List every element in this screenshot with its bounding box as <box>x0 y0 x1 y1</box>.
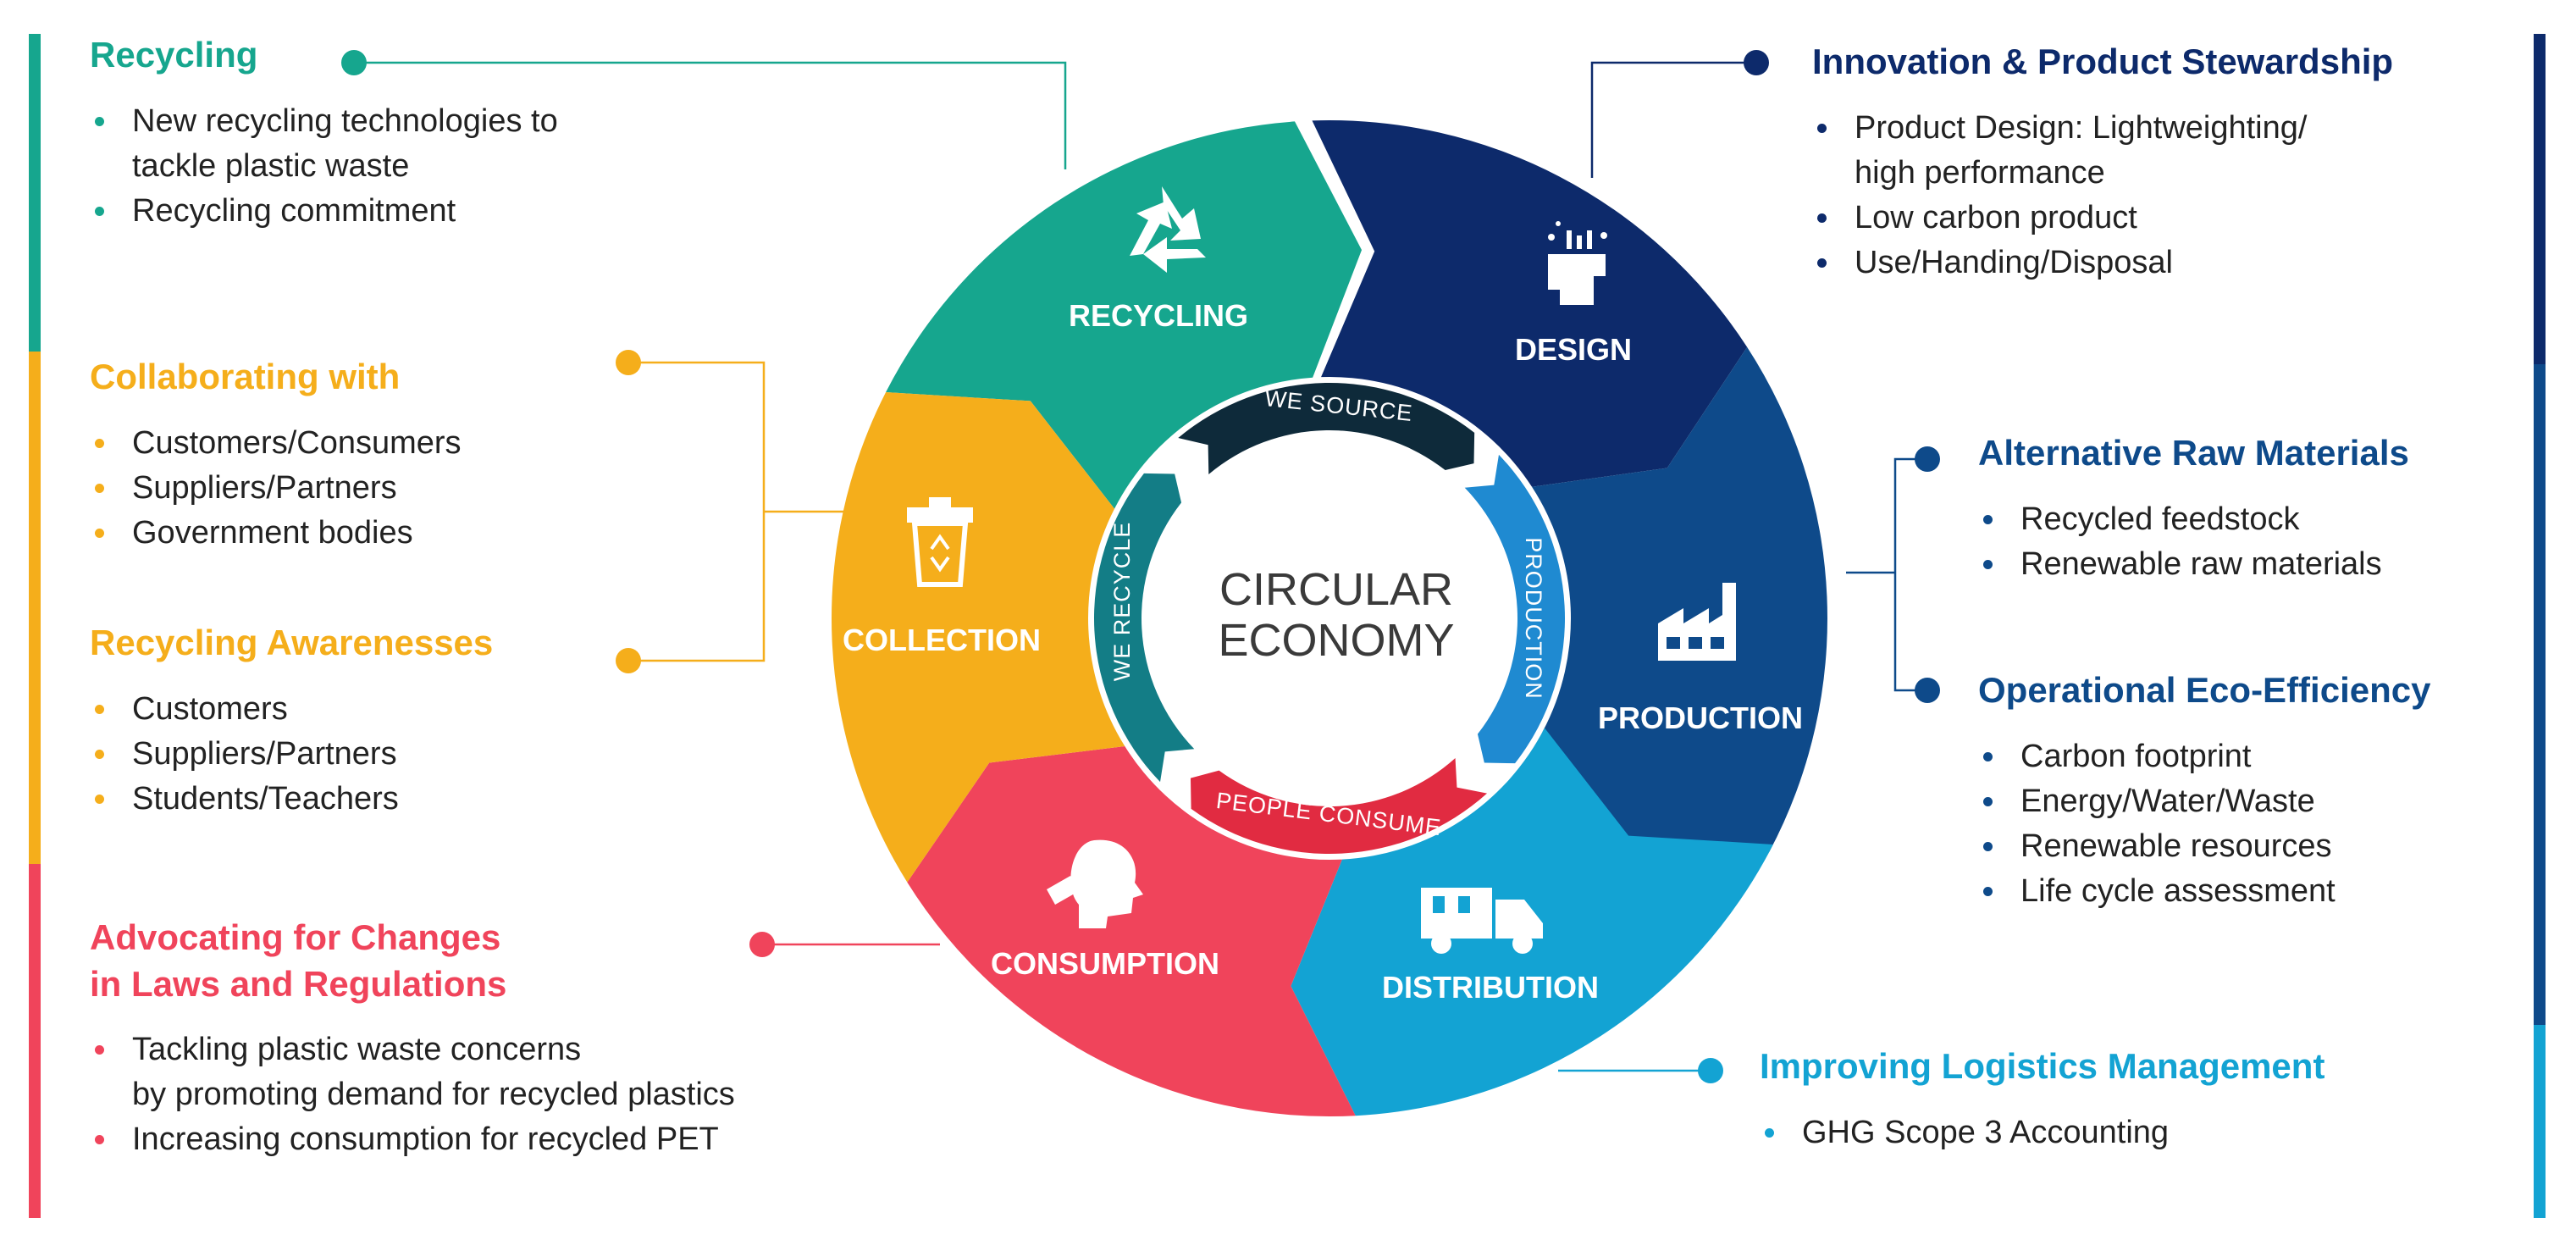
segment-label-design: DESIGN <box>1515 332 1632 367</box>
ring-label-we-recycle: WE RECYCLE <box>1109 522 1135 682</box>
dot-raw-materials <box>1915 446 1940 472</box>
right-bar-design <box>2534 34 2546 364</box>
dot-logistics <box>1698 1058 1723 1083</box>
right-bar-logistics <box>2534 1025 2546 1218</box>
innovation-block: Innovation & Product Stewardship Product… <box>1812 39 2393 285</box>
segment-consumption <box>907 746 1356 1116</box>
segment-recycling <box>886 121 1363 509</box>
raw-materials-block: Alternative Raw Materials Recycled feeds… <box>1978 430 2409 587</box>
list-item: Students/Teachers <box>90 777 493 822</box>
segment-label-distribution: DISTRIBUTION <box>1382 970 1599 1005</box>
connector-innovation <box>1590 61 1756 178</box>
inner-ring-production <box>1464 454 1565 764</box>
connector-recycling <box>354 61 1067 169</box>
innovation-heading: Innovation & Product Stewardship <box>1812 42 2394 81</box>
segment-label-consumption: CONSUMPTION <box>991 946 1219 981</box>
ring-label-production: PRODUCTION <box>1521 537 1546 700</box>
inner-ring-we-recycle <box>1094 473 1195 783</box>
list-item: Customers/Consumers <box>90 421 462 466</box>
right-bar-production <box>2534 364 2546 1025</box>
logistics-list: GHG Scope 3 Accounting <box>1760 1110 2324 1155</box>
center-circle <box>1145 434 1514 803</box>
collaborating-heading: Collaborating with <box>90 357 401 396</box>
list-item: Recycling commitment <box>90 189 558 234</box>
connector-collaborating <box>628 361 766 662</box>
dot-awareness <box>616 648 641 673</box>
advocating-heading: Advocating for Changes in Laws and Regul… <box>90 917 507 1004</box>
segment-label-recycling: RECYCLING <box>1069 298 1248 333</box>
center-title-line2: ECONOMY <box>1218 615 1454 666</box>
dot-eco-efficiency <box>1915 678 1940 703</box>
list-item: Low carbon product <box>1812 196 2393 241</box>
segment-label-collection: COLLECTION <box>843 623 1041 657</box>
design-head-icon <box>1548 221 1607 305</box>
list-item: Renewable raw materials <box>1978 542 2409 587</box>
left-bar-advocating <box>29 864 41 1218</box>
left-bar-recycling <box>29 34 41 352</box>
eco-efficiency-heading: Operational Eco-Efficiency <box>1978 670 2431 710</box>
list-item: GHG Scope 3 Accounting <box>1760 1110 2324 1155</box>
list-item: Suppliers/Partners <box>90 466 462 511</box>
list-item: Carbon footprint <box>1978 734 2430 779</box>
delivery-truck-icon <box>1421 888 1543 954</box>
inner-ring-people-consume <box>1190 757 1488 855</box>
segment-collection <box>831 392 1125 883</box>
awareness-heading: Recycling Awarenesses <box>90 623 494 662</box>
dot-collaborating <box>616 350 641 375</box>
connector-production <box>1893 457 1927 692</box>
consumer-head-icon <box>1047 839 1143 928</box>
list-item: Increasing consumption for recycled PET <box>90 1117 735 1162</box>
list-item: Renewable resources <box>1978 824 2430 869</box>
dot-advocating <box>749 932 775 957</box>
recycle-icon <box>1130 186 1206 273</box>
trash-bin-icon <box>907 497 973 587</box>
center-title-line1: CIRCULAR <box>1219 564 1453 615</box>
raw-materials-heading: Alternative Raw Materials <box>1978 433 2409 473</box>
dot-innovation <box>1744 50 1769 75</box>
logistics-block: Improving Logistics Management GHG Scope… <box>1760 1044 2324 1155</box>
dot-recycling <box>341 50 367 75</box>
segment-label-production: PRODUCTION <box>1598 700 1803 735</box>
list-item: Life cycle assessment <box>1978 869 2430 914</box>
list-item: Energy/Water/Waste <box>1978 779 2430 824</box>
factory-icon <box>1658 583 1736 661</box>
list-item: Suppliers/Partners <box>90 732 493 777</box>
segment-production <box>1532 346 1827 853</box>
innovation-list: Product Design: Lightweighting/high perf… <box>1812 106 2393 285</box>
eco-efficiency-block: Operational Eco-Efficiency Carbon footpr… <box>1978 667 2430 914</box>
list-item: Product Design: Lightweighting/high perf… <box>1812 106 2393 196</box>
list-item: Use/Handing/Disposal <box>1812 241 2393 285</box>
segment-design <box>1312 120 1748 487</box>
list-item: Recycled feedstock <box>1978 497 2409 542</box>
list-item: Customers <box>90 687 493 732</box>
logistics-heading: Improving Logistics Management <box>1760 1046 2325 1086</box>
inner-ring-we-source <box>1178 382 1475 474</box>
advocating-block: Advocating for Changes in Laws and Regul… <box>90 915 735 1162</box>
recycling-heading: Recycling <box>90 35 258 75</box>
left-bar-collaborating <box>29 352 41 864</box>
list-item: Government bodies <box>90 511 462 556</box>
